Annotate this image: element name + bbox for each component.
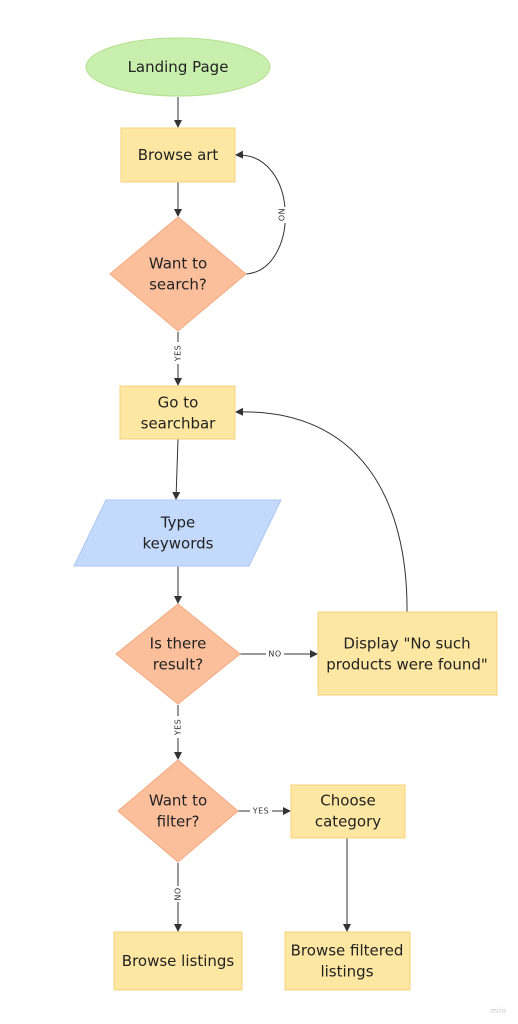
edge-label-filter-no: NO: [174, 887, 183, 900]
node-label-line: Landing Page: [128, 58, 229, 76]
node-browse-art-label: Browse art: [138, 146, 219, 164]
node-landing-page[interactable]: Landing Page: [85, 37, 271, 97]
node-browse-listings-label: Browse listings: [122, 952, 235, 970]
node-type-keywords[interactable]: Type keywords: [73, 499, 282, 567]
node-go-to-searchbar-label: Go to searchbar: [141, 394, 217, 433]
node-label-line: searchbar: [141, 415, 217, 433]
node-is-there-result-label: Is there result?: [150, 635, 207, 674]
edge-label-result-yes: YES: [174, 719, 183, 737]
node-label-line: Browse art: [138, 146, 219, 164]
node-label-line: Want to: [149, 255, 207, 273]
node-is-there-result[interactable]: Is there result?: [115, 603, 241, 705]
node-choose-category[interactable]: Choose category: [290, 784, 406, 839]
node-no-products-found[interactable]: Display "No such products were found": [317, 611, 498, 696]
node-want-to-filter[interactable]: Want to filter?: [117, 759, 239, 863]
node-type-keywords-label: Type keywords: [143, 514, 214, 553]
node-label-line: Choose: [320, 792, 375, 810]
node-browse-filtered-listings-label: Browse filtered listings: [291, 942, 404, 981]
node-no-products-found-label: Display "No such products were found": [326, 635, 488, 674]
edge-label-search-yes: YES: [174, 345, 183, 363]
node-landing-page-label: Landing Page: [128, 58, 229, 76]
node-label-line: result?: [153, 656, 203, 674]
node-go-to-searchbar[interactable]: Go to searchbar: [119, 385, 236, 440]
node-choose-category-label: Choose category: [315, 792, 381, 831]
node-label-line: category: [315, 813, 381, 831]
node-label-line: Browse filtered: [291, 942, 404, 960]
edge-label-search-no: NO: [277, 208, 286, 221]
node-label-line: products were found": [326, 656, 488, 674]
node-browse-listings[interactable]: Browse listings: [113, 931, 243, 991]
node-want-to-search-label: Want to search?: [149, 255, 207, 294]
edge-label-filter-yes: YES: [252, 807, 270, 816]
node-browse-art[interactable]: Browse art: [120, 127, 236, 183]
node-label-line: search?: [149, 276, 207, 294]
node-label-line: Is there: [150, 635, 207, 653]
node-label-line: filter?: [157, 813, 200, 831]
node-label-line: Browse listings: [122, 952, 235, 970]
node-want-to-search[interactable]: Want to search?: [109, 216, 247, 332]
node-label-line: Type: [160, 514, 195, 532]
node-label-line: Go to: [158, 394, 199, 412]
node-label-line: Display "No such: [343, 635, 470, 653]
edge-searchbar-to-type-keywords: [172, 438, 181, 500]
node-browse-filtered-listings[interactable]: Browse filtered listings: [284, 931, 411, 991]
watermark-text: miro: [490, 1007, 506, 1015]
node-label-line: Want to: [149, 792, 207, 810]
edge-no-products-to-searchbar: [235, 407, 408, 613]
node-label-line: listings: [320, 963, 373, 981]
edge-label-result-no: NO: [268, 650, 281, 659]
node-label-line: keywords: [143, 535, 214, 553]
node-want-to-filter-label: Want to filter?: [149, 792, 207, 831]
